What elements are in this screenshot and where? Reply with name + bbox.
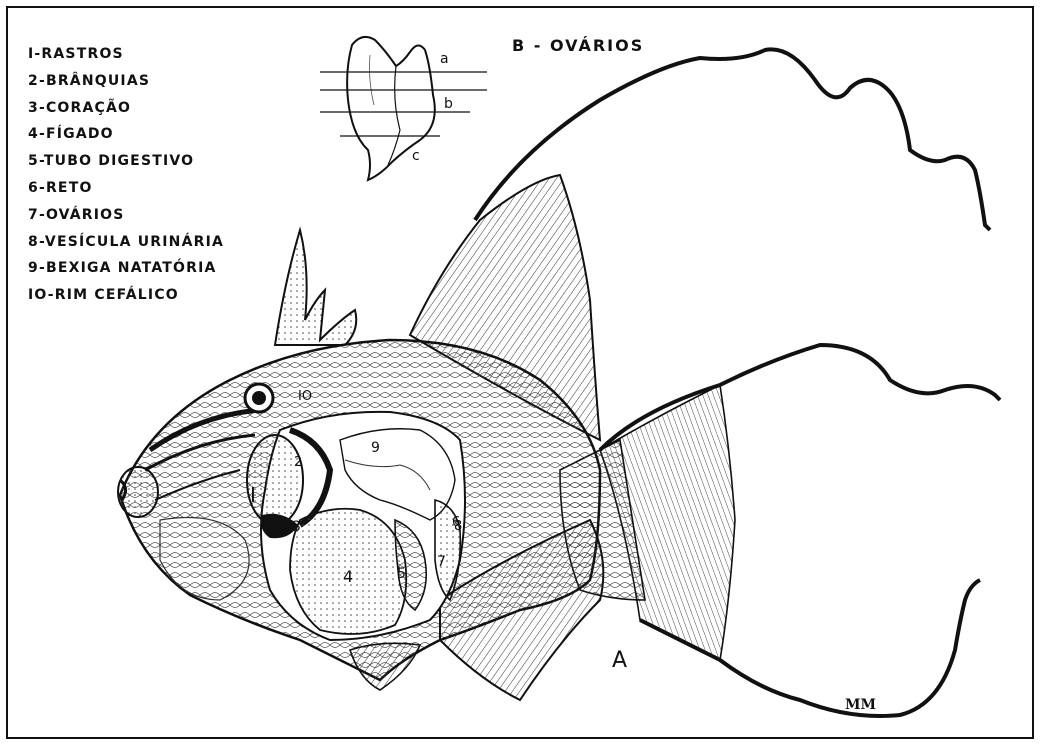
section-label-c: c [412,148,420,164]
dorsal-spines [275,230,356,345]
pelvic-fin [350,643,420,690]
organ-number-7: 7 [437,554,446,570]
section-label-a: a [440,51,449,67]
artist-signature: MM [845,697,876,713]
organ-number-8: 8 [454,519,462,534]
organ-number-10: IO [298,389,312,404]
organ-number-3: 3 [292,519,301,535]
organ-number-4: 4 [343,567,353,586]
ovary-inset-drawing: a b c [320,37,487,180]
figure-label-a: A [612,648,627,673]
gill-rakers [247,435,303,525]
organ-number-2: 2 [294,455,302,470]
organ-number-9: 9 [371,440,380,456]
organ-number-5: 5 [397,566,406,582]
organ-number-1: I [250,483,256,507]
section-label-b: b [444,96,453,112]
